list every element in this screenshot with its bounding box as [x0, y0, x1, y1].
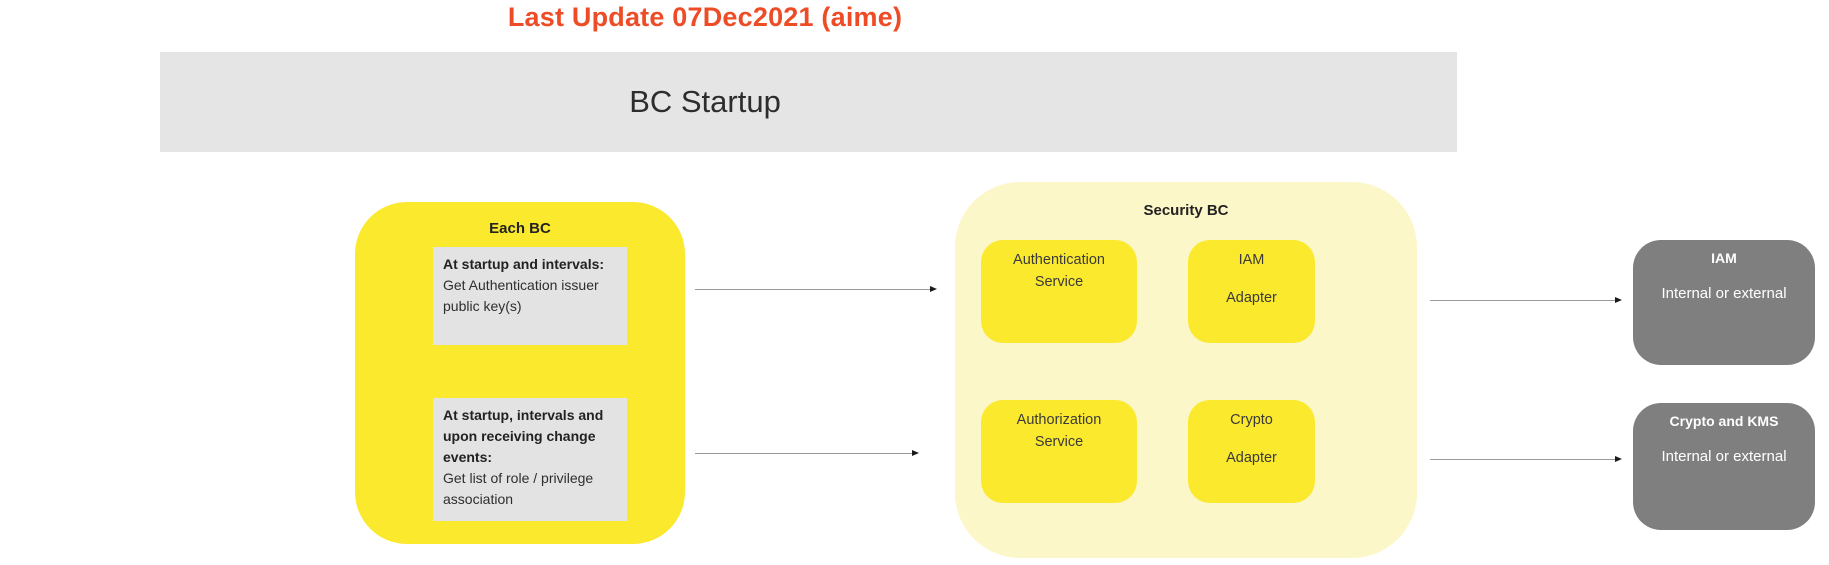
note-body-text: Get Authentication issuer public key(s) — [443, 277, 599, 314]
arrowhead — [1615, 456, 1622, 462]
security-bc-group: Security BC Authentication Service IAM A… — [955, 182, 1417, 558]
external-box-title: Crypto and KMS — [1669, 413, 1779, 429]
note-startup-intervals: At startup and intervals: Get Authentica… — [433, 247, 627, 345]
arrow-eachbc-to-security-top — [695, 286, 937, 292]
arrowhead — [930, 286, 937, 292]
external-box-title: IAM — [1711, 250, 1737, 266]
banner-title: BC Startup — [629, 84, 781, 119]
arrow-security-to-crypto-kms — [1430, 456, 1622, 462]
service-line1: Authentication — [1013, 252, 1105, 268]
authorization-service-box: Authorization Service — [981, 400, 1137, 503]
note-bold-text: At startup and intervals: — [443, 256, 605, 272]
service-line1: Authorization — [1016, 412, 1102, 428]
each-bc-label: Each BC — [489, 220, 551, 237]
service-line2: Adapter — [1226, 290, 1277, 306]
service-line2: Adapter — [1226, 450, 1277, 466]
note-change-events: At startup, intervals and upon receiving… — [433, 398, 627, 521]
service-line2: Service — [1034, 274, 1084, 290]
bc-startup-banner: BC Startup — [160, 52, 1457, 152]
note-body-text: Get list of role / privilege association — [443, 470, 594, 507]
service-line2: Service — [1034, 434, 1084, 450]
arrowhead — [1615, 297, 1622, 303]
authentication-service-box: Authentication Service — [981, 240, 1137, 343]
note-bold-text: At startup, intervals and upon receiving… — [443, 407, 604, 465]
crypto-adapter-box: Crypto Adapter — [1188, 400, 1315, 503]
external-box-subtitle: Internal or external — [1661, 448, 1787, 465]
service-line1: IAM — [1238, 252, 1265, 268]
arrow-security-to-iam — [1430, 297, 1622, 303]
page-title: Last Update 07Dec2021 (aime) — [507, 2, 903, 32]
external-crypto-kms-box: Crypto and KMS Internal or external — [1633, 403, 1815, 530]
service-line1: Crypto — [1230, 412, 1273, 428]
arrowhead — [912, 450, 919, 456]
external-iam-box: IAM Internal or external — [1633, 240, 1815, 365]
each-bc-group: Each BC At startup and intervals: Get Au… — [355, 202, 685, 544]
security-bc-label: Security BC — [1143, 202, 1229, 219]
iam-adapter-box: IAM Adapter — [1188, 240, 1315, 343]
arrow-eachbc-to-security-bottom — [695, 450, 919, 456]
external-box-subtitle: Internal or external — [1661, 285, 1787, 302]
